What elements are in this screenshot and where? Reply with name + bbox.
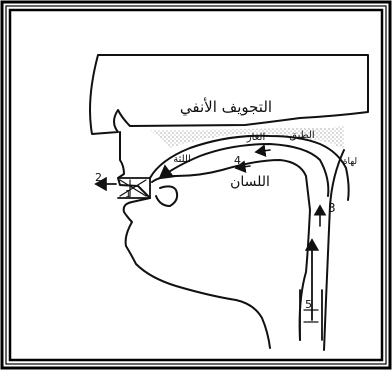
label-uvula: لهاة [343,157,357,167]
label-soft-palate: الطبق [289,130,314,141]
label-tongue: اللسان [230,174,270,190]
label-arrow-1: 1 [125,189,131,200]
label-arrow-4: 4 [234,154,241,167]
label-arrow-2: 2 [95,171,102,184]
label-arrow-5: 5 [305,298,312,311]
label-nasal-cavity: التجويف الأنفي [180,97,272,117]
label-alveolar-ridge: اللثة [173,154,191,165]
label-hard-palate: الغار [246,132,266,143]
label-arrow-3: 3 [328,201,336,215]
teeth-region [118,178,150,198]
tongue-tip [156,186,177,206]
airflow-arrow-mid [256,150,270,152]
nasal-cavity-outline [90,55,368,134]
